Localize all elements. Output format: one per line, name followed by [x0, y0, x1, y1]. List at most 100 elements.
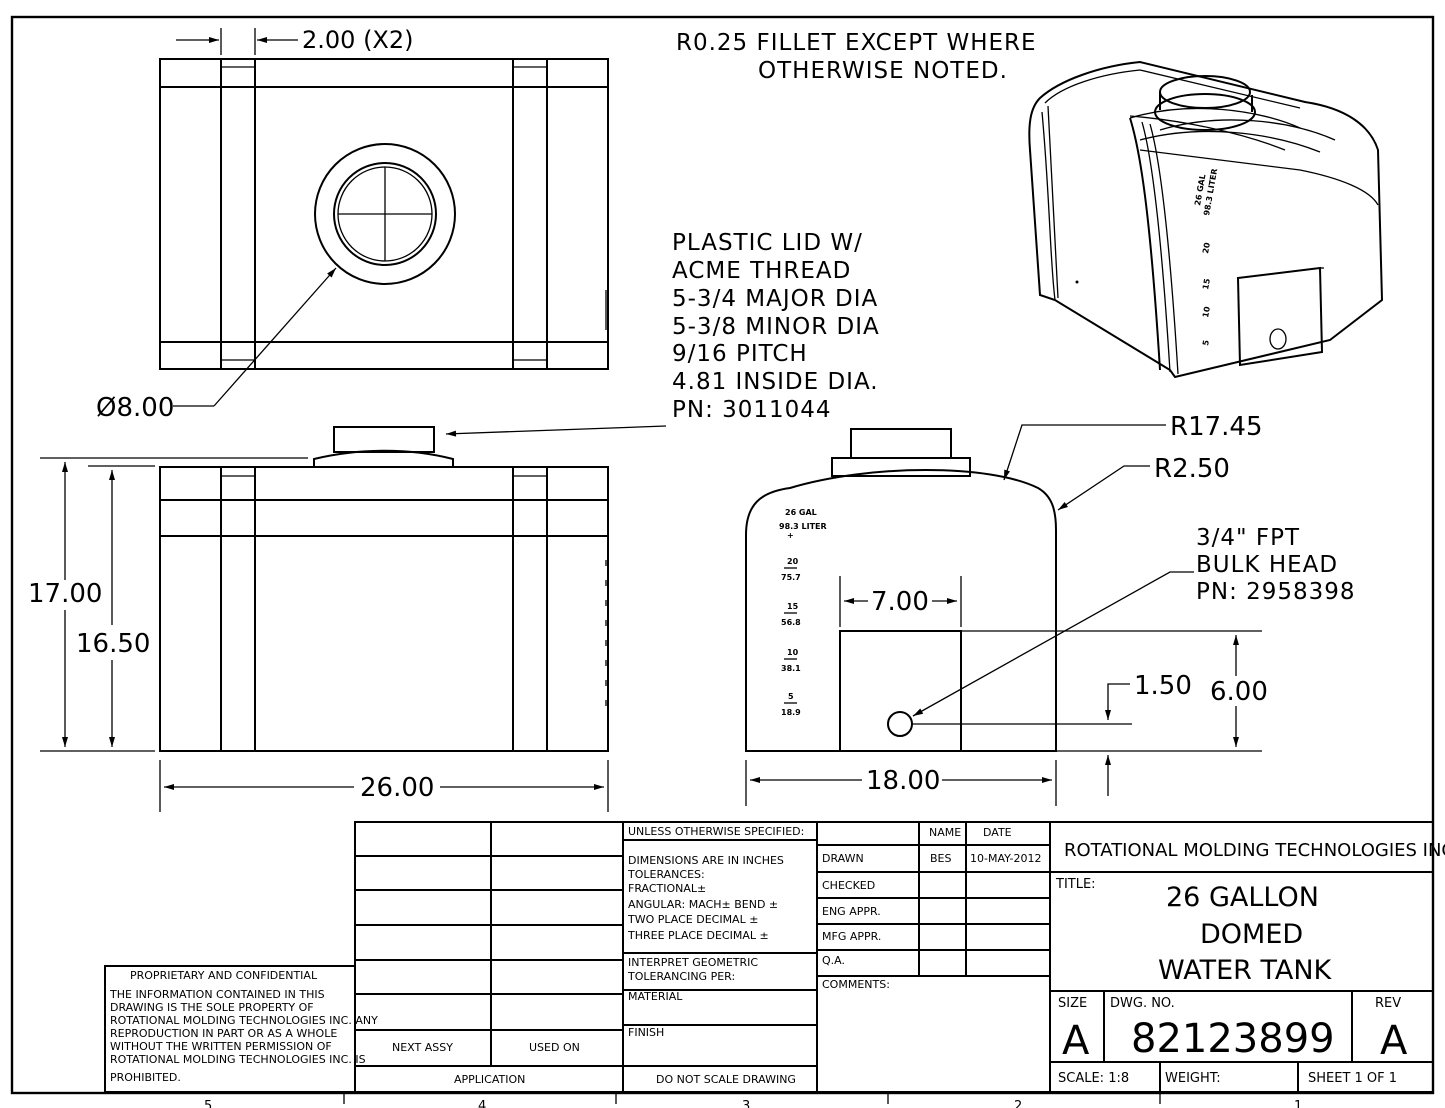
svg-text:BULK HEAD: BULK HEAD [1196, 552, 1338, 578]
dim-diameter: Ø8.00 [96, 393, 174, 423]
finish-label: FINISH [628, 1026, 664, 1039]
svg-text:TOLERANCES:: TOLERANCES: [627, 868, 705, 881]
weight-label: WEIGHT: [1165, 1071, 1221, 1086]
application-label: APPLICATION [454, 1073, 525, 1086]
svg-text:75.7: 75.7 [781, 573, 801, 582]
title-block: NEXT ASSY USED ON APPLICATION PROPRIETAR… [104, 821, 1445, 1093]
date-header: DATE [983, 826, 1012, 839]
checked-label: CHECKED [822, 879, 875, 892]
used-on-label: USED ON [529, 1041, 580, 1054]
note-fillet-1: R0.25 FILLET EXCEPT WHERE [676, 30, 1037, 56]
lid-note: PLASTIC LID W/ ACME THREAD 5-3/4 MAJOR D… [445, 230, 880, 437]
next-assy-label: NEXT ASSY [392, 1041, 453, 1054]
dim-fitting-height: 1.50 [1134, 671, 1192, 701]
svg-text:ANGULAR: MACH± BEND ±: ANGULAR: MACH± BEND ± [628, 898, 778, 911]
svg-text:3/4" FPT: 3/4" FPT [1196, 525, 1300, 551]
dim-overall-height: 17.00 [28, 579, 102, 609]
company-name: ROTATIONAL MOLDING TECHNOLOGIES INC. [1064, 840, 1445, 861]
rev-label: REV [1375, 996, 1401, 1011]
dwg-number: 82123899 [1131, 1016, 1335, 1062]
svg-text:ACME THREAD: ACME THREAD [672, 258, 851, 284]
svg-text:56.8: 56.8 [781, 618, 801, 627]
drawn-date: 10-MAY-2012 [970, 852, 1042, 865]
svg-text:INTERPRET GEOMETRIC: INTERPRET GEOMETRIC [628, 956, 758, 969]
sheet-label: SHEET 1 OF 1 [1308, 1071, 1397, 1086]
dim-width: 18.00 [866, 766, 940, 796]
svg-text:5-3/4 MAJOR DIA: 5-3/4 MAJOR DIA [672, 286, 878, 312]
bulkhead-fitting [887, 711, 913, 737]
drawn-label: DRAWN [822, 852, 864, 865]
svg-text:5: 5 [204, 1099, 212, 1108]
dim-length: 26.00 [360, 773, 434, 803]
svg-text:2: 2 [1014, 1099, 1022, 1108]
svg-text:THE INFORMATION CONTAINED IN T: THE INFORMATION CONTAINED IN THIS [109, 988, 325, 1001]
svg-text:TOLERANCING PER:: TOLERANCING PER: [627, 970, 735, 983]
title-line-3: WATER TANK [1158, 955, 1333, 986]
side-view: 26 GAL 98.3 LITER + 20 75.7 15 56.8 10 3… [745, 412, 1356, 806]
dim-radius-large: R17.45 [1170, 412, 1263, 442]
dim-recess-height: 6.00 [1210, 677, 1268, 707]
eng-appr-label: ENG APPR. [822, 905, 881, 918]
svg-text:9/16 PITCH: 9/16 PITCH [672, 341, 808, 367]
svg-text:DIMENSIONS ARE IN INCHES: DIMENSIONS ARE IN INCHES [628, 854, 784, 867]
dwg-label: DWG. NO. [1110, 996, 1175, 1011]
svg-text:PLASTIC LID W/: PLASTIC LID W/ [672, 230, 863, 256]
dim-body-height: 16.50 [76, 629, 150, 659]
svg-text:ROTATIONAL MOLDING TECHNOLOGIE: ROTATIONAL MOLDING TECHNOLOGIES INC. IS [110, 1053, 366, 1066]
svg-text:+: + [787, 531, 794, 540]
svg-text:4.81 INSIDE DIA.: 4.81 INSIDE DIA. [672, 369, 879, 395]
drawn-name: BES [930, 852, 951, 865]
rev-value: A [1380, 1018, 1408, 1064]
svg-text:PROHIBITED.: PROHIBITED. [110, 1071, 181, 1084]
lid-circle [314, 143, 456, 285]
svg-text:FRACTIONAL±: FRACTIONAL± [628, 882, 706, 895]
top-view: 2.00 (X2) Ø8.00 [96, 26, 609, 423]
svg-text:10: 10 [787, 648, 799, 657]
svg-text:38.1: 38.1 [781, 664, 801, 673]
title-line-2: DOMED [1200, 919, 1303, 950]
name-header: NAME [929, 826, 961, 839]
isometric-view: 26 GAL 98.3 LITER 20 15 10 5 [1028, 60, 1384, 379]
svg-text:TWO PLACE DECIMAL ±: TWO PLACE DECIMAL ± [627, 913, 758, 926]
proprietary-title: PROPRIETARY AND CONFIDENTIAL [130, 969, 318, 982]
unless-specified: UNLESS OTHERWISE SPECIFIED: [628, 825, 804, 838]
svg-text:ROTATIONAL MOLDING TECHNOLOGIE: ROTATIONAL MOLDING TECHNOLOGIES INC. ANY [110, 1014, 378, 1027]
size-label: SIZE [1058, 996, 1087, 1011]
dim-top-width: 2.00 (X2) [302, 26, 414, 54]
do-not-scale: DO NOT SCALE DRAWING [656, 1073, 796, 1086]
svg-text:3: 3 [742, 1099, 750, 1108]
gauge-top-gal: 26 GAL [785, 508, 817, 517]
dim-recess-width: 7.00 [871, 587, 929, 617]
svg-text:10: 10 [1201, 305, 1212, 318]
svg-text:1: 1 [1294, 1099, 1302, 1108]
svg-text:REPRODUCTION IN PART OR AS A W: REPRODUCTION IN PART OR AS A WHOLE [110, 1027, 337, 1040]
svg-text:15: 15 [787, 602, 799, 611]
svg-text:WITHOUT THE WRITTEN PERMISSION: WITHOUT THE WRITTEN PERMISSION OF [110, 1040, 332, 1053]
zone-markers: 5 4 3 2 1 [204, 1092, 1302, 1108]
gauge-top-liter: 98.3 LITER [779, 522, 827, 531]
front-view: 17.00 16.50 26.00 [28, 426, 609, 812]
svg-text:20: 20 [1201, 241, 1212, 254]
svg-text:5: 5 [1201, 339, 1211, 346]
size-value: A [1062, 1018, 1090, 1064]
svg-text:15: 15 [1201, 277, 1212, 290]
svg-text:THREE PLACE DECIMAL ±: THREE PLACE DECIMAL ± [627, 929, 769, 942]
title-line-1: 26 GALLON [1166, 882, 1319, 913]
note-fillet-2: OTHERWISE NOTED. [758, 58, 1008, 84]
comments-label: COMMENTS: [822, 978, 890, 991]
mfg-appr-label: MFG APPR. [822, 930, 881, 943]
svg-text:20: 20 [787, 557, 799, 566]
svg-text:PN: 2958398: PN: 2958398 [1196, 579, 1356, 605]
svg-text:18.9: 18.9 [781, 708, 801, 717]
title-label: TITLE: [1055, 877, 1096, 892]
svg-text:5-3/8 MINOR DIA: 5-3/8 MINOR DIA [672, 314, 880, 340]
scale-label: SCALE: 1:8 [1058, 1071, 1129, 1086]
svg-text:4: 4 [478, 1099, 486, 1108]
svg-text:PN: 3011044: PN: 3011044 [672, 397, 832, 423]
svg-text:5: 5 [788, 692, 794, 701]
qa-label: Q.A. [822, 954, 845, 967]
dim-radius-small: R2.50 [1154, 454, 1230, 484]
svg-text:DRAWING IS THE SOLE PROPERTY O: DRAWING IS THE SOLE PROPERTY OF [110, 1001, 314, 1014]
material-label: MATERIAL [628, 990, 683, 1003]
